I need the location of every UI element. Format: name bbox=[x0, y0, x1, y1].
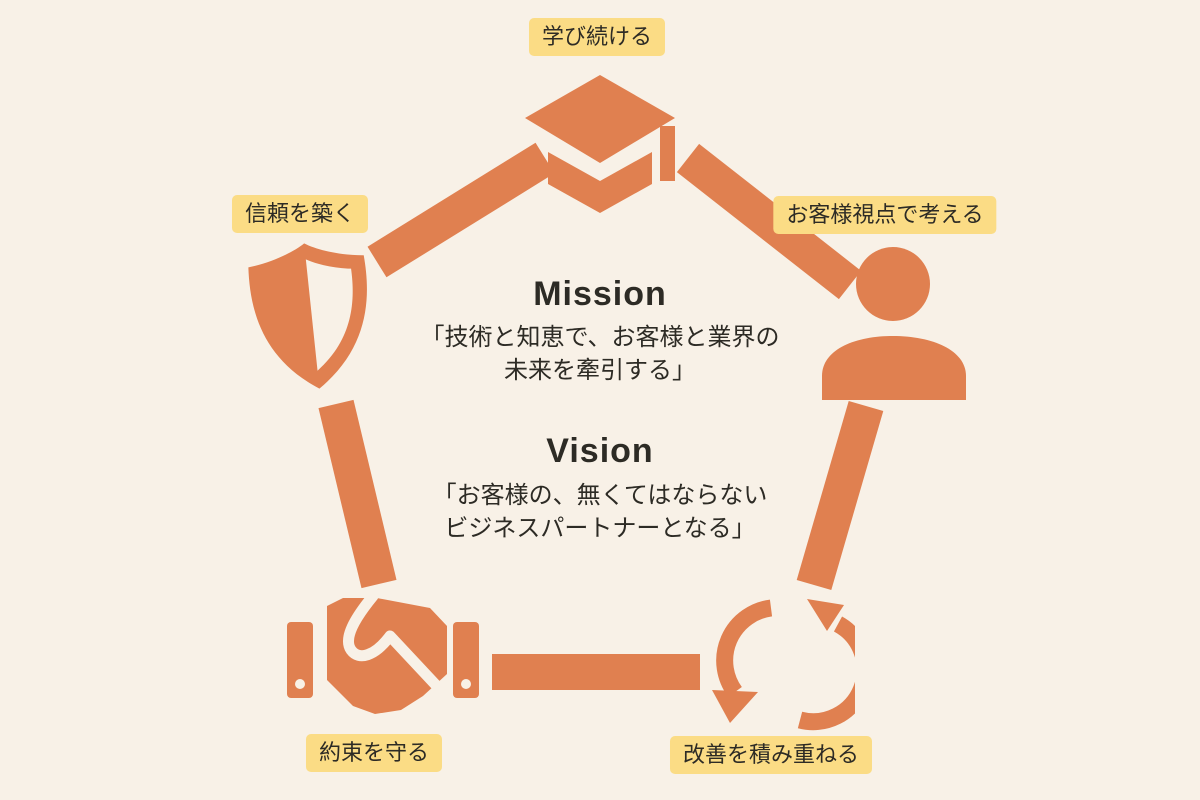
value-label-promise: 約束を守る bbox=[305, 734, 443, 772]
person-icon bbox=[820, 246, 968, 402]
edge-person-to-cycle bbox=[796, 400, 884, 591]
handshake-icon bbox=[285, 598, 481, 720]
graduation-cap-icon bbox=[505, 72, 695, 217]
edge-cap-to-shield bbox=[367, 142, 555, 278]
shield-icon bbox=[237, 236, 388, 399]
mission-text-line1: 「技術と知恵で、お客様と業界の bbox=[420, 324, 780, 352]
cycle-arrows-icon bbox=[705, 592, 855, 732]
vision-text-line2: ビジネスパートナーとなる」 bbox=[444, 514, 756, 542]
vision-text-line1: 「お客様の、無くてはならない bbox=[432, 481, 768, 509]
mission-text-line2: 未来を牽引する」 bbox=[504, 357, 696, 385]
mission-title: Mission bbox=[533, 275, 667, 313]
value-label-learn: 学び続ける bbox=[528, 18, 666, 56]
edge-shield-to-handshake bbox=[318, 399, 397, 589]
edge-cap-to-person bbox=[676, 143, 862, 300]
value-label-trust: 信頼を築く bbox=[231, 195, 369, 233]
value-label-customer: お客様視点で考える bbox=[773, 196, 997, 234]
vision-title: Vision bbox=[546, 432, 654, 471]
value-label-improve: 改善を積み重ねる bbox=[669, 736, 873, 774]
mission-vision-block: Mission 「技術と知恵で、お客様と業界の 未来を牽引する」 Vision … bbox=[320, 275, 880, 545]
